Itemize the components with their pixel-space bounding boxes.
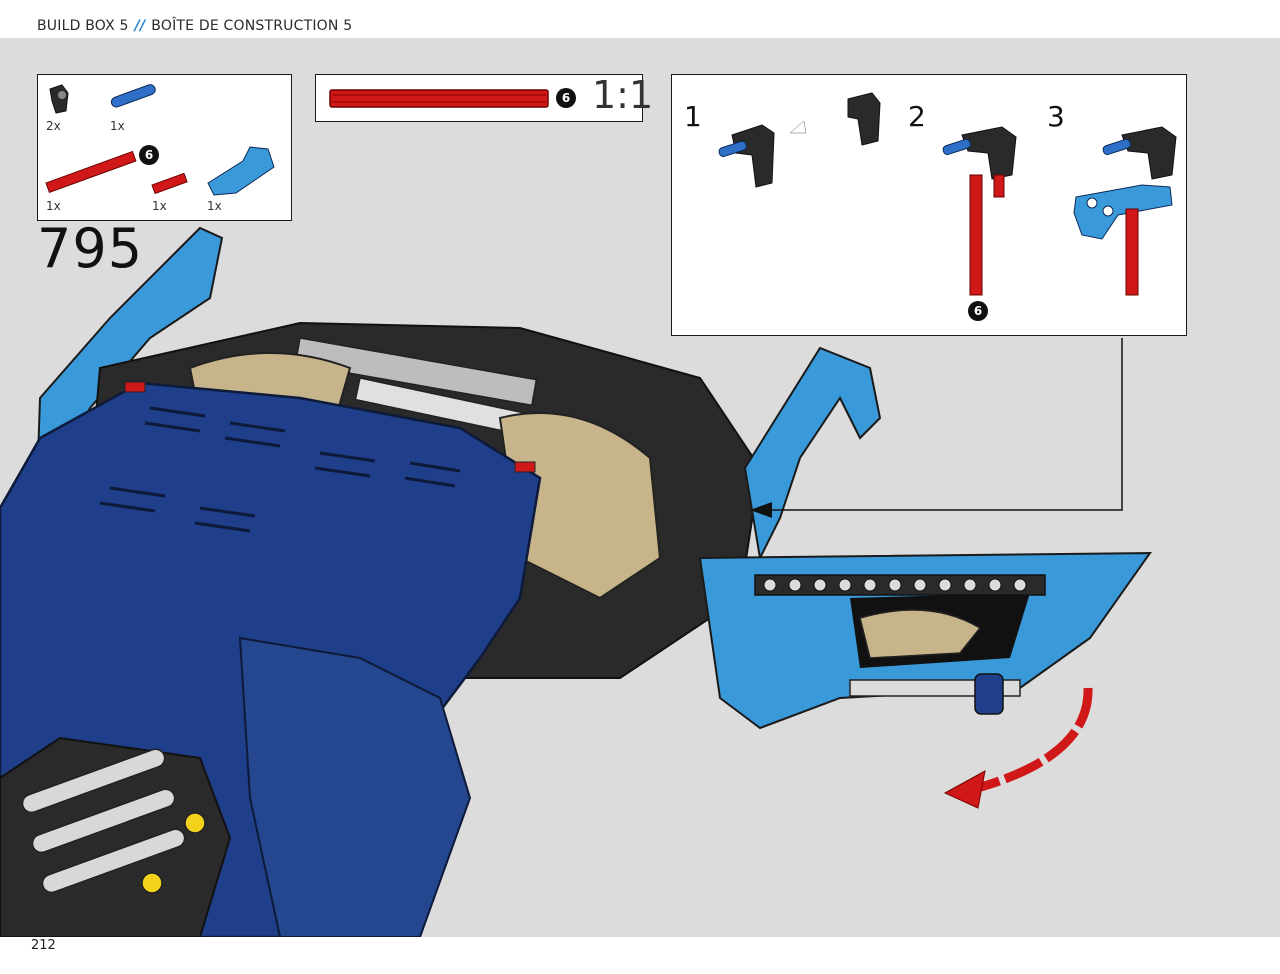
header-separator: // bbox=[134, 18, 146, 34]
length-badge: 6 bbox=[556, 88, 576, 108]
substep-3-parts bbox=[1073, 126, 1177, 296]
scale-callout: 6 bbox=[315, 74, 643, 122]
step-number: 795 bbox=[37, 217, 144, 280]
blue-pin-icon bbox=[110, 84, 156, 108]
header-title: BUILD BOX 5 // BOÎTE DE CONSTRUCTION 5 bbox=[37, 18, 352, 34]
parts-list-illustration bbox=[45, 84, 275, 196]
page-number: 212 bbox=[31, 938, 56, 953]
part-qty: 1x bbox=[46, 199, 61, 213]
subassembly-illustration bbox=[718, 92, 1177, 296]
build-box-label-fr: BOÎTE DE CONSTRUCTION 5 bbox=[151, 18, 353, 34]
length-badge: 6 bbox=[139, 145, 159, 165]
subassembly-box: 1 2 3 6 bbox=[671, 74, 1187, 336]
build-box-label: BUILD BOX 5 bbox=[37, 18, 129, 34]
substep-1-parts bbox=[718, 92, 881, 188]
blue-liftarm-icon bbox=[207, 146, 275, 196]
red-axle-short-icon bbox=[151, 172, 188, 195]
substep-label-2: 2 bbox=[908, 100, 926, 133]
scale-label: 1:1 bbox=[592, 73, 654, 117]
black-connector-icon bbox=[49, 84, 69, 114]
substep-label-1: 1 bbox=[684, 100, 702, 133]
axle-scale-illustration bbox=[329, 89, 549, 108]
part-qty: 1x bbox=[152, 199, 167, 213]
red-axle-6-icon bbox=[45, 150, 137, 194]
length-badge: 6 bbox=[968, 301, 988, 321]
parts-list-box: 2x 1x 6 1x 1x 1x bbox=[37, 74, 292, 221]
part-qty: 1x bbox=[110, 119, 125, 133]
substep-label-3: 3 bbox=[1047, 100, 1065, 133]
page-footer bbox=[0, 937, 1280, 974]
part-qty: 2x bbox=[46, 119, 61, 133]
model-illustration bbox=[0, 226, 1152, 937]
page-header: BUILD BOX 5 // BOÎTE DE CONSTRUCTION 5 bbox=[0, 0, 1280, 38]
part-qty: 1x bbox=[207, 199, 222, 213]
substep-2-parts bbox=[942, 126, 1017, 296]
